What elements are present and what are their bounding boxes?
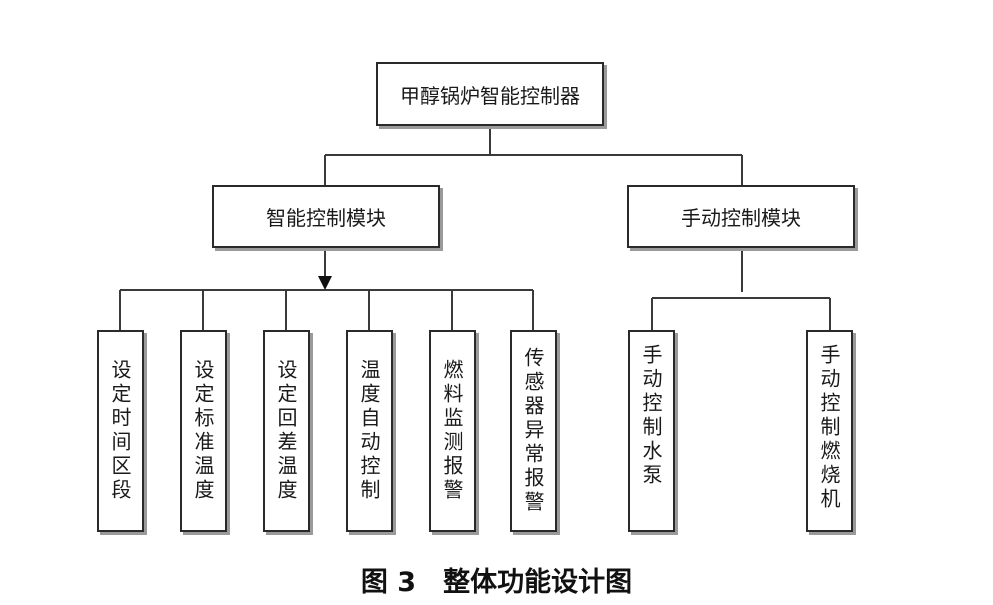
child-node-manual-water-pump: 手动控制水泵 — [628, 330, 675, 532]
child-node-label: 燃料监测报警 — [440, 359, 464, 503]
child-node-label: 设定标准温度 — [191, 359, 215, 503]
child-node-label: 设定时间区段 — [108, 359, 132, 503]
child-node-auto-temp-control: 温度自动控制 — [346, 330, 393, 532]
child-node-set-standard-temp: 设定标准温度 — [180, 330, 227, 532]
arrow-down-icon — [318, 276, 332, 290]
smart-control-module-label: 智能控制模块 — [266, 206, 386, 230]
child-node-label: 温度自动控制 — [357, 359, 381, 503]
child-node-label: 设定回差温度 — [274, 359, 298, 503]
child-node-label: 传感器异常报警 — [521, 347, 545, 515]
child-node-set-hysteresis-temp: 设定回差温度 — [263, 330, 310, 532]
child-node-label: 手动控制水泵 — [639, 344, 663, 488]
figure-caption: 图 3 整体功能设计图 — [360, 567, 633, 598]
root-node-label: 甲醇锅炉智能控制器 — [400, 83, 580, 108]
child-node-fuel-monitor-alarm: 燃料监测报警 — [429, 330, 476, 532]
manual-control-module: 手动控制模块 — [627, 185, 855, 248]
child-node-manual-burner: 手动控制燃烧机 — [806, 330, 853, 532]
child-node-label: 手动控制燃烧机 — [817, 344, 841, 512]
child-node-set-time-period: 设定时间区段 — [97, 330, 144, 532]
smart-control-module: 智能控制模块 — [212, 185, 440, 248]
manual-control-module-label: 手动控制模块 — [681, 206, 801, 230]
root-node: 甲醇锅炉智能控制器 — [376, 62, 604, 126]
child-node-sensor-fault-alarm: 传感器异常报警 — [510, 330, 557, 532]
